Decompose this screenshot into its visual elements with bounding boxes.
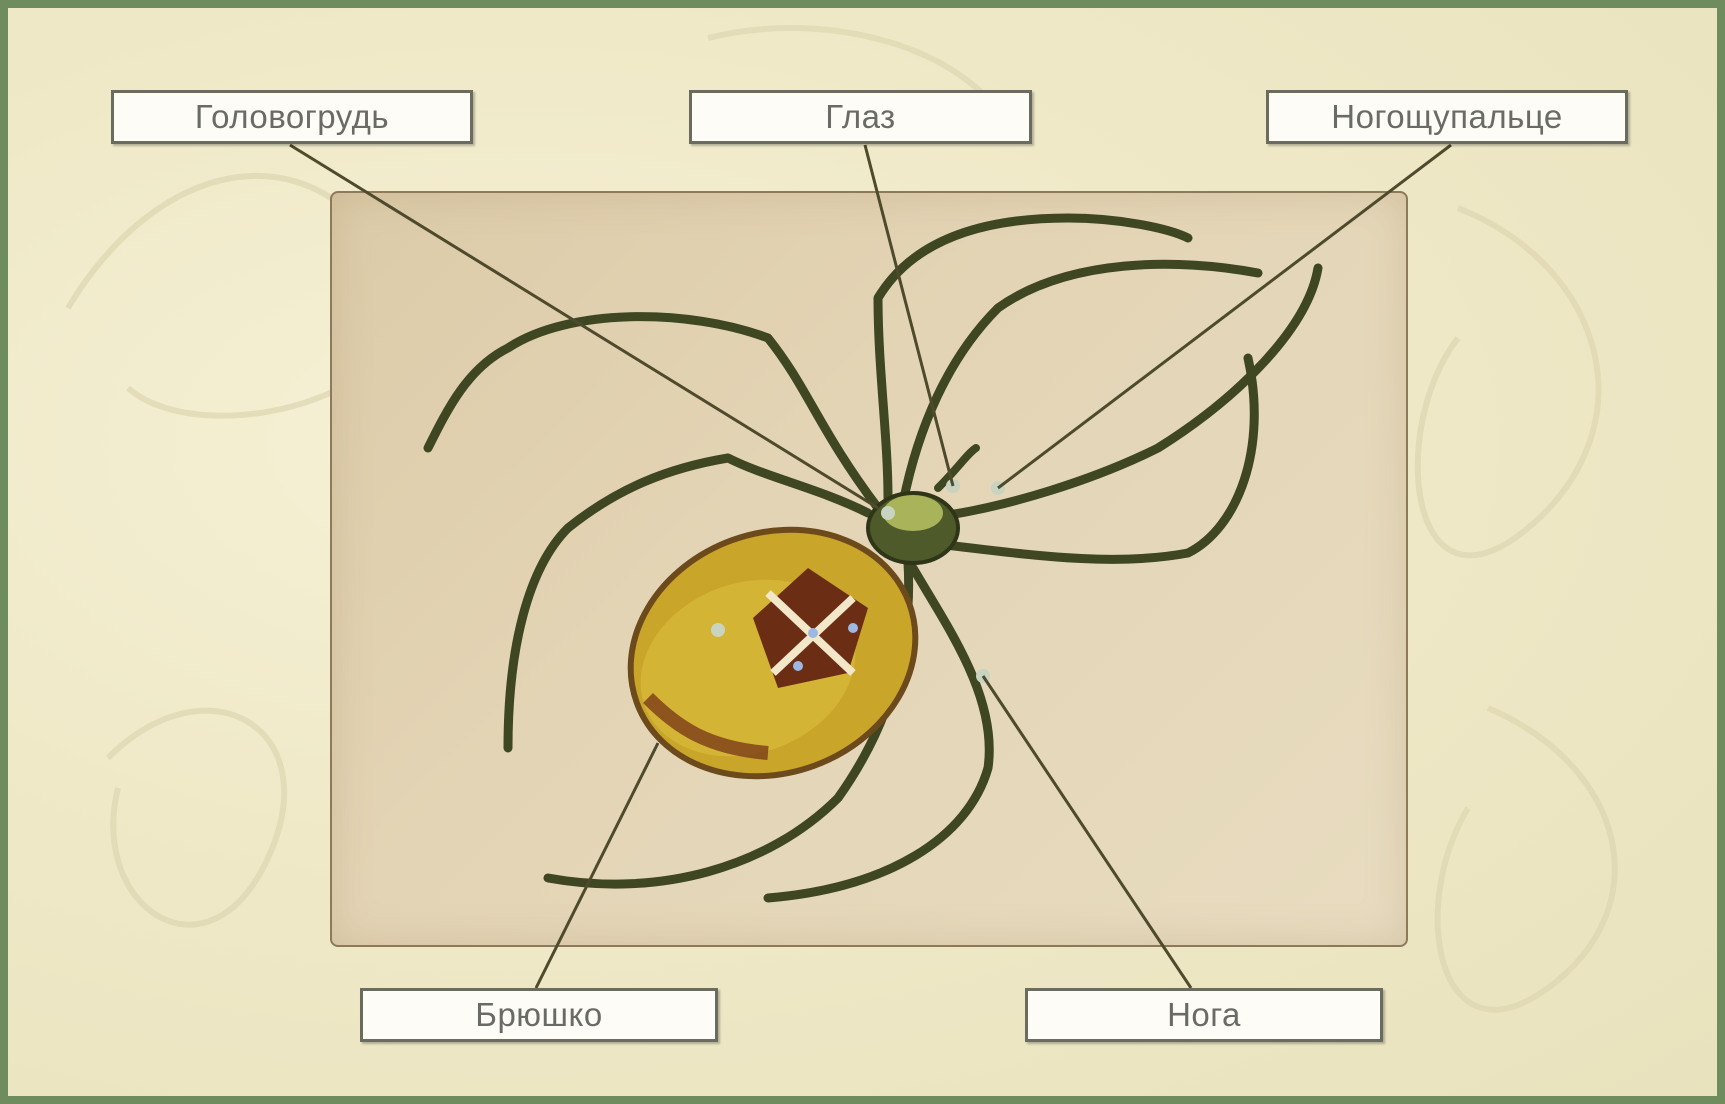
leader-line-abdomen bbox=[536, 743, 658, 988]
leader-line-cephalothorax bbox=[290, 145, 878, 508]
spider-illustration bbox=[8, 8, 1717, 1096]
label-leg: Нога bbox=[1025, 988, 1383, 1042]
label-abdomen: Брюшко bbox=[360, 988, 718, 1042]
leader-line-leg bbox=[983, 676, 1191, 988]
leader-line-pedipalp bbox=[998, 145, 1451, 488]
eye-dot bbox=[881, 506, 895, 520]
label-pedipalp: Ногощупальце bbox=[1266, 90, 1628, 144]
leg-right-4 bbox=[928, 358, 1254, 559]
label-cephalothorax: Головогрудь bbox=[111, 90, 473, 144]
label-eye: Глаз bbox=[689, 90, 1032, 144]
